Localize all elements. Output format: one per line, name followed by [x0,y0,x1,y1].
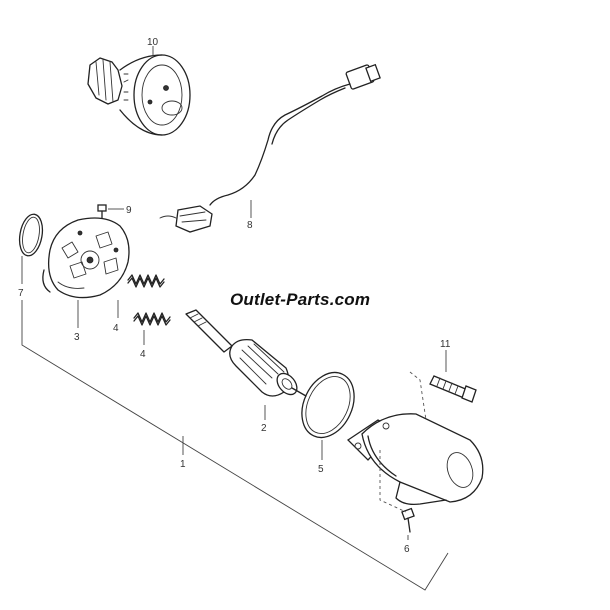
callout-2: 2 [261,423,267,434]
part-2-armature [185,309,307,397]
part-10-starter-clutch [87,54,191,136]
part-8-lead-wire [159,63,381,233]
callout-9: 9 [126,205,132,216]
assembly-bracket [21,300,449,591]
callout-3: 3 [74,332,80,343]
part-11-bolt [429,375,477,403]
part-7-o-ring [18,213,44,257]
callout-6: 6 [404,544,410,555]
part-5-o-ring [301,371,355,439]
alignment-dashes [379,371,427,513]
callout-8: 8 [247,220,253,231]
callout-5: 5 [318,464,324,475]
callout-7: 7 [18,288,24,299]
callout-4-upper: 4 [113,323,119,334]
callout-4-lower: 4 [140,349,146,360]
watermark: Outlet-Parts.com [230,290,371,309]
part-3-brush-holder [42,217,130,299]
callout-1: 1 [180,459,186,470]
callout-11: 11 [440,339,451,350]
callout-10: 10 [147,37,159,48]
part-1-motor-housing [346,413,484,506]
part-6-screw [401,507,415,533]
part-4-brush-spring-upper [127,274,165,288]
part-4-brush-spring-lower [133,312,171,326]
